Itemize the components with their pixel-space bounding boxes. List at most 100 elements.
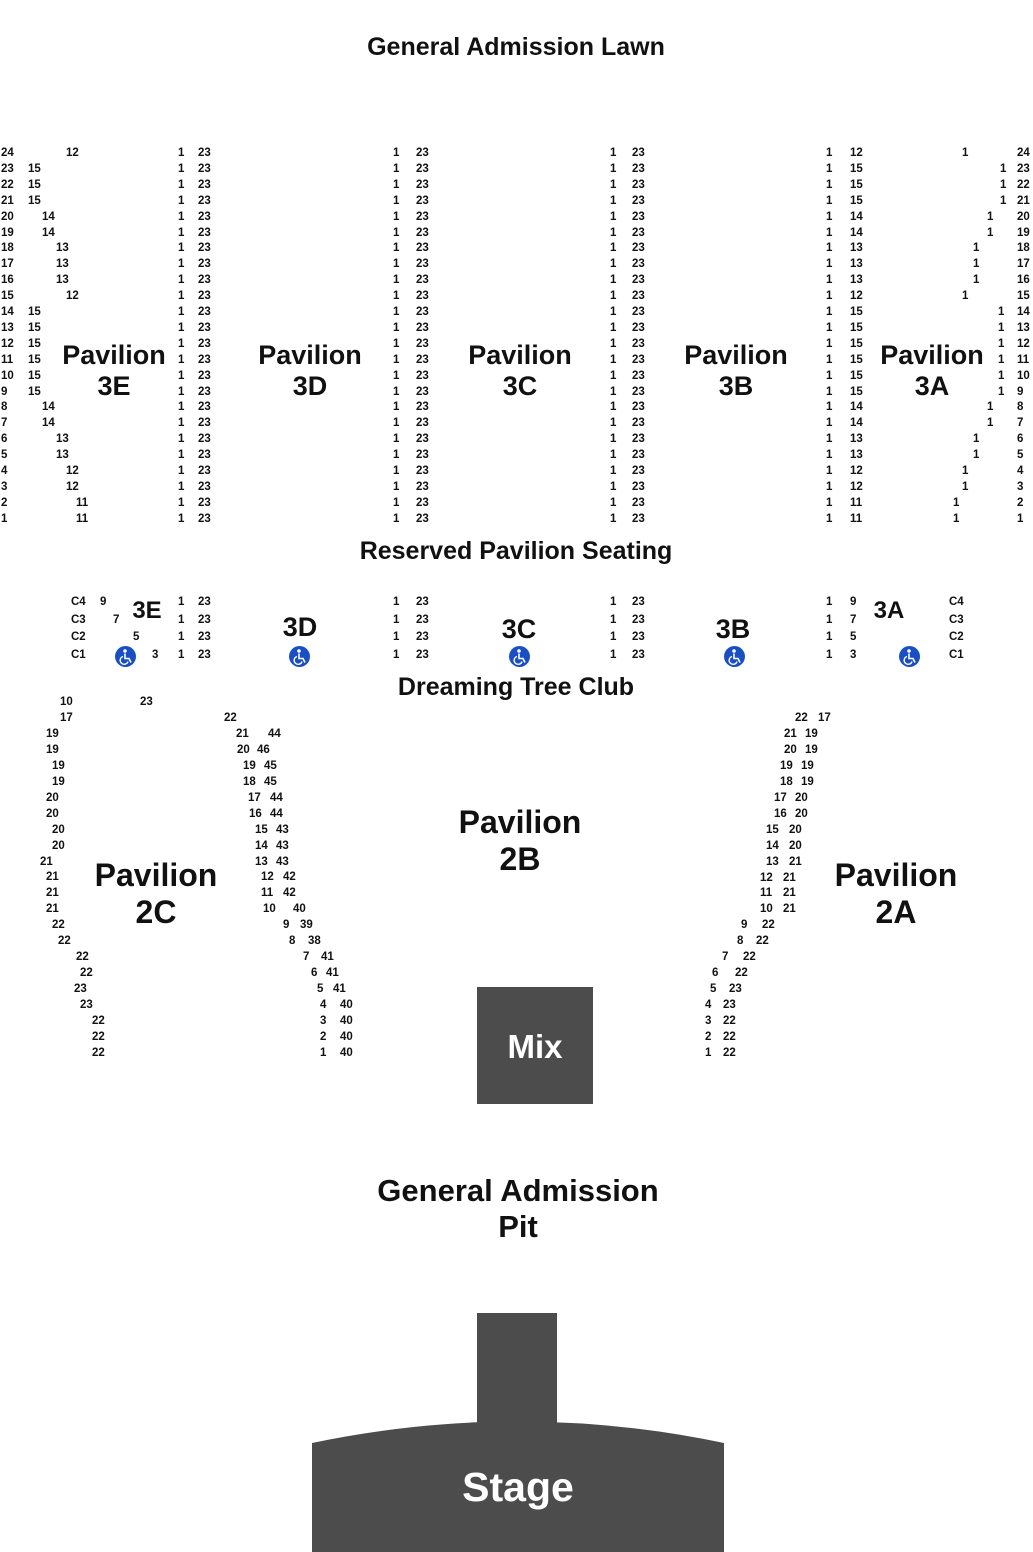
stage-label: Stage [462,1464,574,1510]
row-number: 21 [789,855,802,868]
section-pavilion-3c[interactable]: Pavilion 3C [468,340,572,402]
row-number: 1 [826,596,833,608]
row-number: 5 [1017,449,1024,462]
row-number: 20 [795,791,808,804]
row-number: 1 [393,369,400,382]
row-number: 22 [795,712,808,724]
row-number: 1 [998,353,1005,366]
row-number: 23 [416,274,429,287]
row-number: 19 [805,727,818,740]
row-number: 40 [340,1030,353,1043]
row-number: 23 [198,178,211,191]
row-number: 1 [826,512,833,525]
section-pavilion-3a[interactable]: Pavilion 3A [880,340,984,402]
row-number: 22 [76,951,89,964]
row-number: 1 [610,631,617,643]
row-number: 1 [1017,512,1024,525]
row-number: 15 [850,369,863,382]
row-number: 13 [766,855,779,868]
row-number: 14 [42,401,55,414]
row-number: 23 [198,648,211,661]
row-number: 43 [276,855,289,868]
row-number: 41 [326,967,339,980]
row-number: 5 [317,983,324,996]
row-number: 1 [610,433,617,446]
club-box-3d[interactable]: 3D [282,612,318,642]
row-number: 6 [1,433,8,446]
row-number: 1 [178,631,185,643]
row-number: 13 [850,449,863,462]
row-number: C3 [71,613,86,626]
row-number: 1 [393,147,400,159]
row-number: 1 [393,401,400,414]
row-number: 19 [801,759,814,772]
row-number: 1 [998,337,1005,350]
row-number: 23 [632,449,645,462]
section-pavilion-3b[interactable]: Pavilion 3B [684,340,788,402]
row-number: 1 [998,385,1005,398]
row-number: 1 [393,613,400,626]
row-number: 15 [850,162,863,175]
row-number: 4 [705,999,712,1012]
row-number: 22 [1017,178,1030,191]
row-number: 15 [28,385,41,398]
row-number: 23 [198,480,211,493]
row-number: 1 [962,290,969,303]
row-number: 1 [826,274,833,287]
row-number: 1 [178,178,185,191]
row-number: 9 [741,919,748,932]
row-number: 12 [66,465,79,477]
row-number: 15 [850,178,863,191]
row-number: 23 [632,242,645,255]
row-number: 15 [28,321,41,334]
club-box-3c[interactable]: 3C [501,614,537,644]
row-number: 6 [712,967,719,980]
row-number: 23 [416,385,429,398]
row-number: 23 [416,226,429,239]
row-number: 5 [850,631,857,643]
row-number: 21 [1017,194,1030,207]
row-number: 40 [340,1046,353,1059]
row-number: 1 [393,433,400,446]
row-number: 44 [268,727,281,740]
section-pavilion-3d[interactable]: Pavilion 3D [258,340,362,402]
row-number: 1 [826,337,833,350]
row-number: 19 [52,759,65,772]
row-number: 1 [826,631,833,643]
row-number: 23 [632,648,645,661]
row-number: 15 [28,162,41,175]
row-number: 7 [850,613,857,626]
row-number: 13 [850,258,863,271]
row-number: 1 [610,194,617,207]
section-pavilion-2b[interactable]: Pavilion 2B [458,804,582,877]
row-number: 1 [610,417,617,430]
row-number: 7 [1,417,8,430]
section-pavilion-2c[interactable]: Pavilion 2C [94,857,218,930]
row-number: 1 [393,449,400,462]
row-number: 1 [973,258,980,271]
row-number: 1 [610,258,617,271]
row-number: 14 [850,401,863,414]
row-number: 1 [393,242,400,255]
row-number: 16 [249,807,262,820]
row-number: 11 [1017,353,1030,366]
row-number: 1 [826,226,833,239]
row-number: 15 [28,306,41,318]
row-number: 23 [416,194,429,207]
row-number: 23 [416,147,429,159]
row-number: 21 [46,887,59,900]
row-number: 23 [632,258,645,271]
row-number: 14 [850,226,863,239]
club-box-3a[interactable]: 3A [873,597,905,624]
club-box-3b[interactable]: 3B [715,614,751,644]
section-pavilion-3e[interactable]: Pavilion 3E [62,340,166,402]
row-number: 1 [962,465,969,477]
row-number: 1 [973,449,980,462]
row-number: 1 [826,162,833,175]
section-pavilion-2a[interactable]: Pavilion 2A [834,857,958,930]
row-number: 23 [632,480,645,493]
club-box-3e[interactable]: 3E [132,597,162,624]
row-number: 23 [632,512,645,525]
row-number: 15 [850,321,863,334]
row-number: 45 [264,759,277,772]
